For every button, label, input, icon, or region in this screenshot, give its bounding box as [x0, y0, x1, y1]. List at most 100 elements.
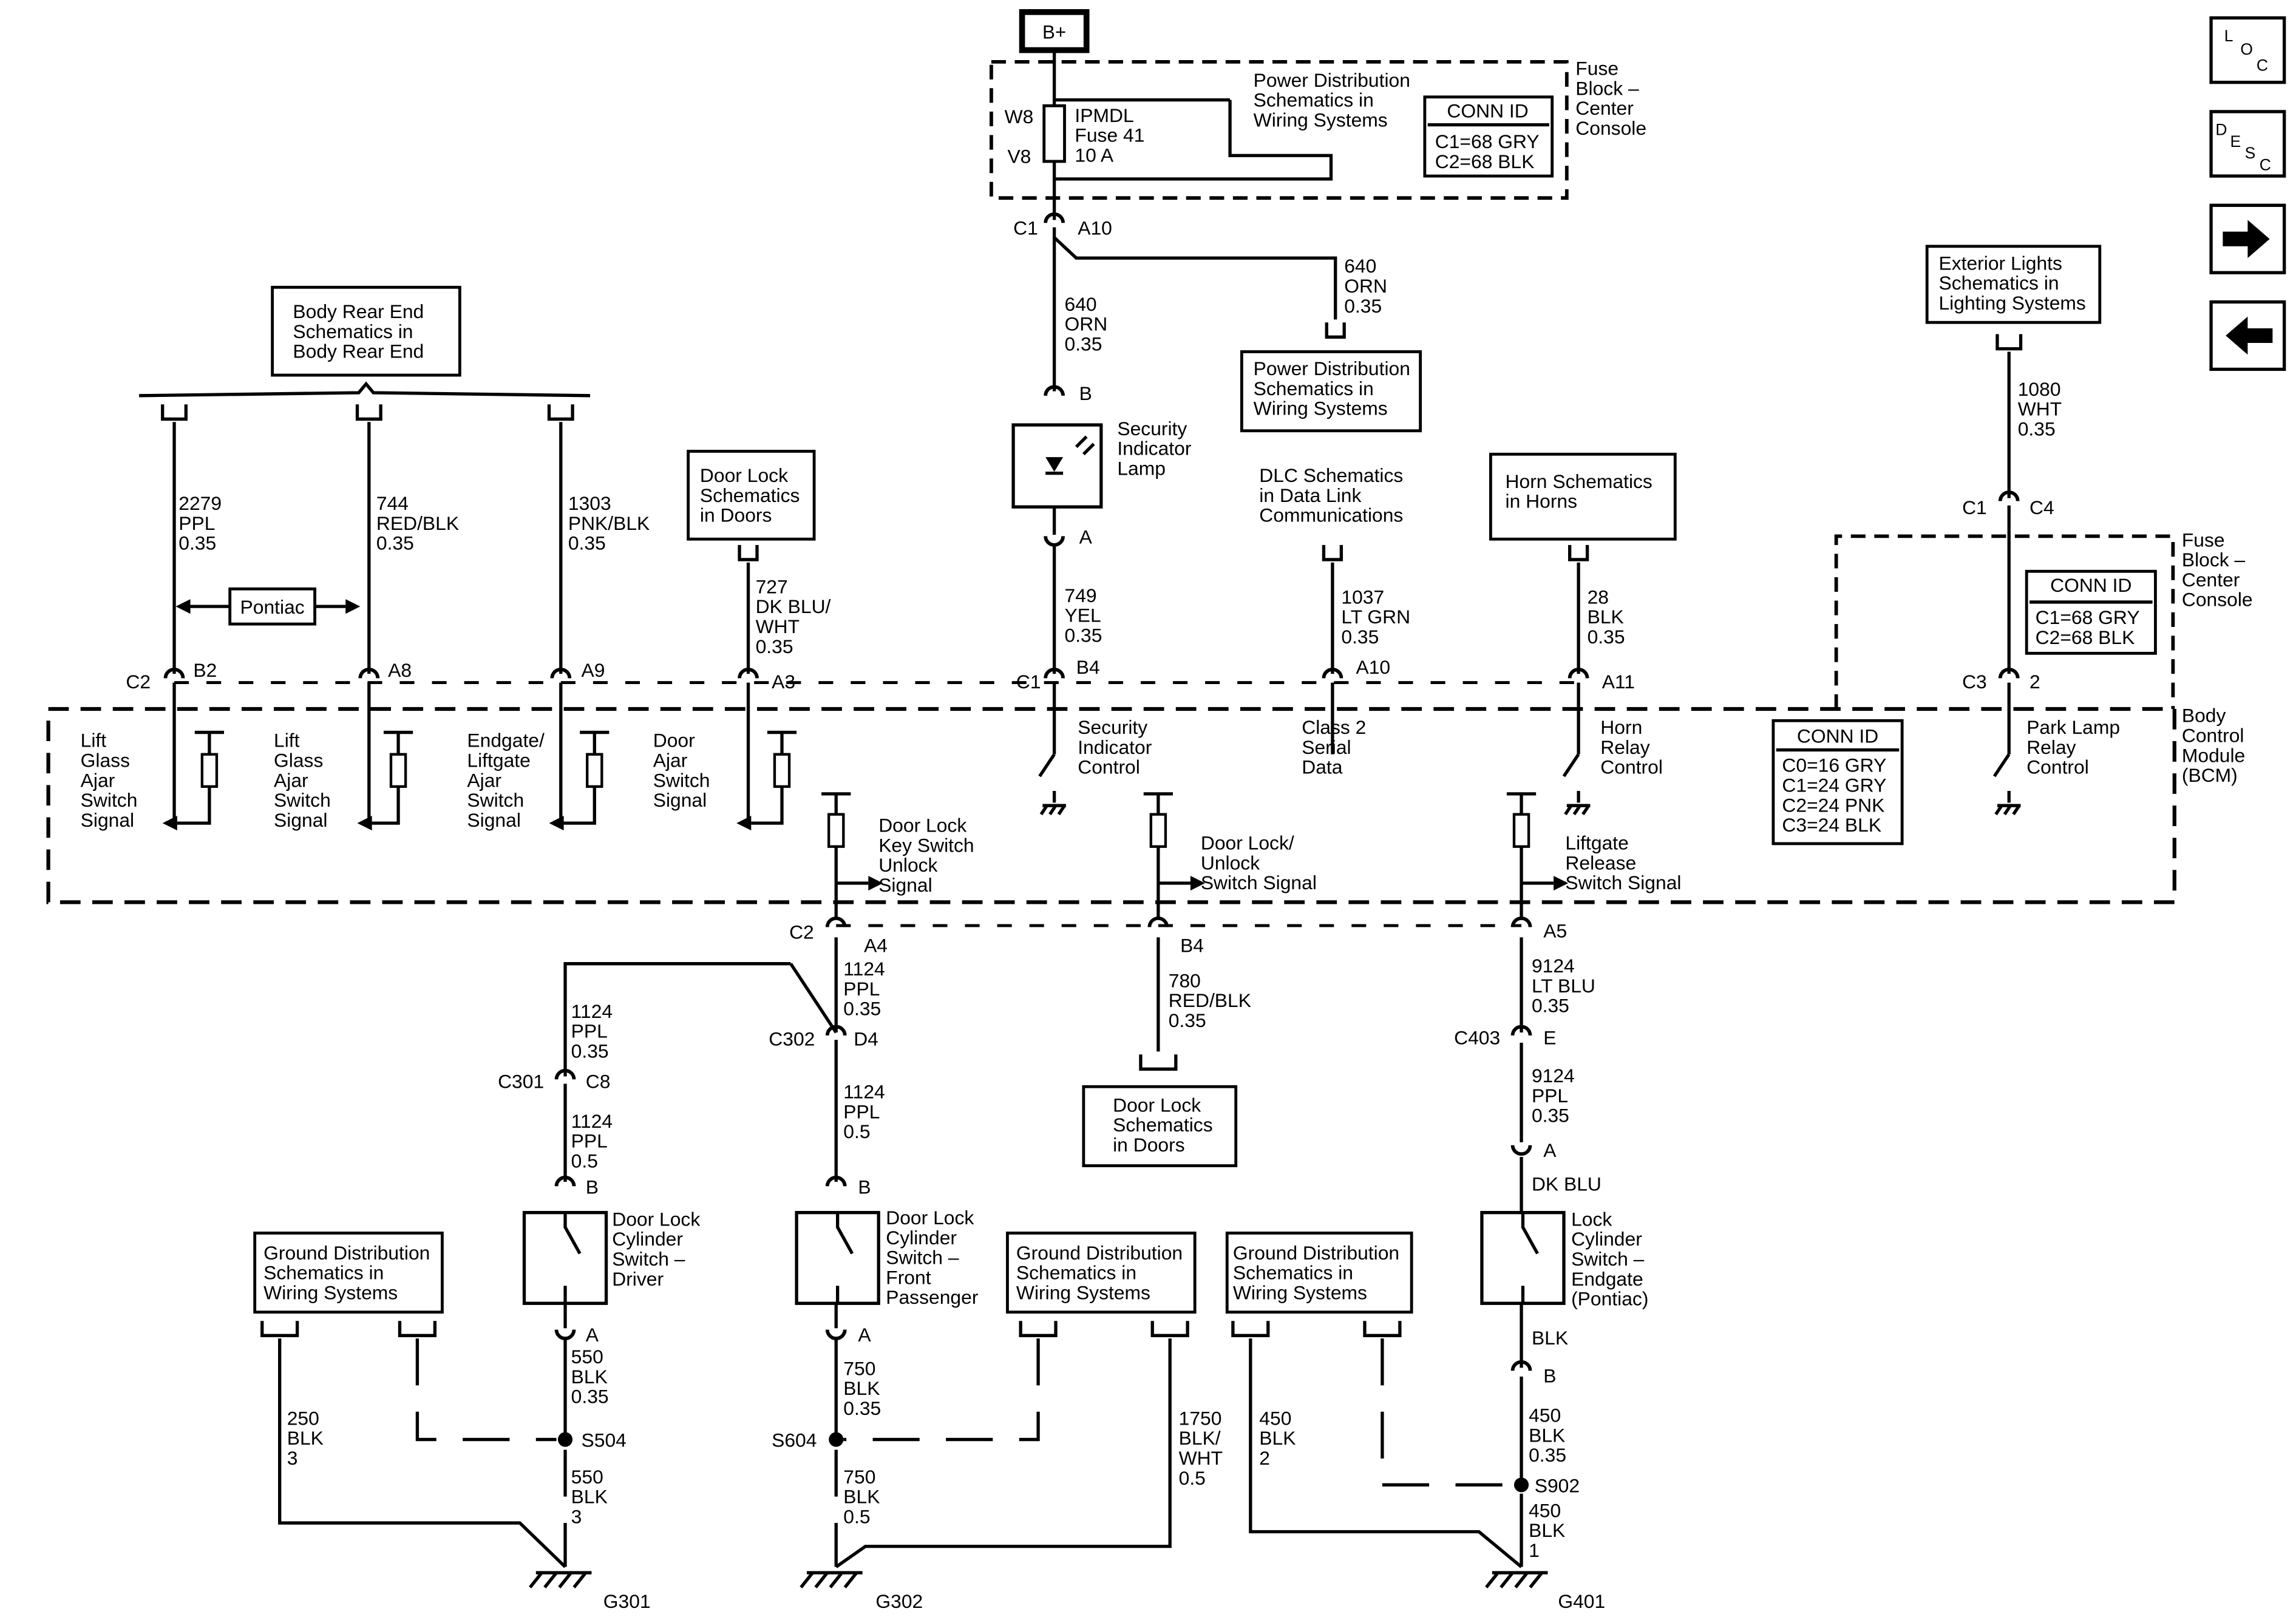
desc-button — [2209, 110, 2286, 178]
label: C301 — [498, 1071, 544, 1093]
fuse-41 — [1042, 104, 1066, 163]
label: Switch — [274, 789, 331, 811]
switch-contact — [1562, 753, 1580, 778]
bcm-outline — [46, 707, 2176, 904]
label: BLK — [571, 1486, 608, 1508]
label: Center — [2182, 569, 2240, 591]
label: PPL — [843, 1100, 880, 1122]
signal-arrow — [1554, 875, 1569, 891]
label: 0.5 — [843, 1120, 870, 1142]
label: 0.35 — [1532, 1105, 1569, 1127]
label: L — [2224, 27, 2233, 45]
label: 0.35 — [843, 1397, 881, 1419]
wire-dashed — [843, 1338, 1040, 1442]
label: WHT — [2018, 398, 2062, 420]
reference-bracket — [1150, 1321, 1189, 1337]
ground-ref-3 — [1225, 1232, 1413, 1314]
label: Lighting Systems — [1938, 292, 2085, 314]
label: BLK — [843, 1377, 880, 1399]
label: Schematics in — [1233, 1262, 1353, 1284]
door-lock-ref-2 — [1082, 1085, 1238, 1167]
splice-s604 — [829, 1432, 844, 1447]
wire-640-branch — [1053, 236, 1337, 320]
connector-pin — [738, 668, 759, 679]
label: Door Lock — [612, 1208, 700, 1230]
horn-ref — [1489, 452, 1677, 541]
lamp-pin-a — [1044, 536, 1065, 547]
label: B — [858, 1176, 871, 1198]
label: Ground Distribution — [1016, 1242, 1183, 1264]
switch-contact — [1992, 753, 2011, 778]
ground-hatch — [1529, 1571, 1543, 1588]
label: PPL — [843, 978, 880, 1000]
ground-hatch — [1057, 804, 1066, 816]
switch-contact — [563, 1212, 582, 1255]
label: B — [586, 1176, 599, 1198]
connector-pin — [825, 1176, 847, 1187]
reference-bracket — [738, 544, 759, 561]
label: 640 — [1344, 255, 1376, 277]
label: Liftgate — [1565, 832, 1628, 854]
wire-diagonal — [789, 963, 838, 1034]
label: A — [586, 1324, 599, 1346]
label: BLK — [843, 1486, 880, 1508]
label: S — [2245, 144, 2256, 162]
label: BLK — [1259, 1427, 1296, 1449]
label: C3=24 BLK — [1782, 814, 1881, 836]
label: B+ — [1042, 21, 1066, 42]
wire-dashed — [415, 1338, 557, 1442]
label: Lock — [1571, 1208, 1612, 1230]
pullup-resistor — [773, 753, 791, 788]
label: Signal — [81, 809, 134, 831]
ground-hatch — [1581, 804, 1591, 816]
label: Ground Distribution — [1233, 1242, 1399, 1264]
label: Door Lock/ — [1201, 832, 1294, 854]
pullup-resistor — [1512, 813, 1530, 848]
label: C — [2257, 56, 2268, 74]
label: E — [2230, 132, 2241, 151]
label: Lift — [274, 730, 300, 751]
connector-pin — [825, 1329, 847, 1340]
door-lock-ref-1 — [687, 450, 816, 541]
connector-pin — [554, 1329, 576, 1340]
label: S902 — [1535, 1474, 1580, 1496]
label: 450 — [1529, 1499, 1561, 1521]
label: 1 — [1529, 1539, 1540, 1561]
ground-hatch — [1994, 804, 2003, 816]
label: RED/BLK — [376, 512, 459, 534]
label: PPL — [571, 1020, 608, 1042]
label: 1124 — [571, 1110, 613, 1132]
label: 744 — [376, 492, 409, 514]
label: Communications — [1259, 504, 1403, 526]
label: Door Lock — [886, 1207, 974, 1229]
signal-arrow — [345, 599, 361, 614]
label: 450 — [1259, 1407, 1291, 1429]
label: PPL — [178, 512, 215, 534]
label: Wiring Systems — [1254, 398, 1388, 419]
label: Release — [1565, 852, 1636, 873]
label: 0.35 — [756, 636, 793, 657]
ground-hatch — [1564, 804, 1573, 816]
label: C1=24 GRY — [1782, 775, 1886, 796]
label: BLK — [287, 1427, 324, 1449]
ground-hatch — [829, 1571, 843, 1588]
label: Relay — [1600, 736, 1649, 758]
reference-bracket — [260, 1321, 299, 1337]
signal-arrow — [549, 816, 564, 831]
reference-bracket — [398, 1321, 437, 1337]
label: 0.35 — [1065, 333, 1102, 355]
wire — [278, 1338, 566, 1568]
label: Switch — [467, 789, 524, 811]
label: 0.5 — [843, 1506, 870, 1528]
label: 0.35 — [376, 532, 414, 554]
label: Switch Signal — [1201, 872, 1317, 893]
label: Door Lock — [1113, 1094, 1201, 1116]
label: 0.35 — [571, 1386, 609, 1408]
label: DK BLU — [1532, 1173, 1601, 1195]
conn-id-right — [2025, 569, 2157, 655]
wire-dashed — [1381, 1338, 1514, 1486]
splice-s902 — [1513, 1477, 1529, 1493]
label: C1 — [1016, 671, 1041, 693]
label: in Horns — [1506, 490, 1578, 512]
label: IPMDL — [1075, 104, 1133, 126]
